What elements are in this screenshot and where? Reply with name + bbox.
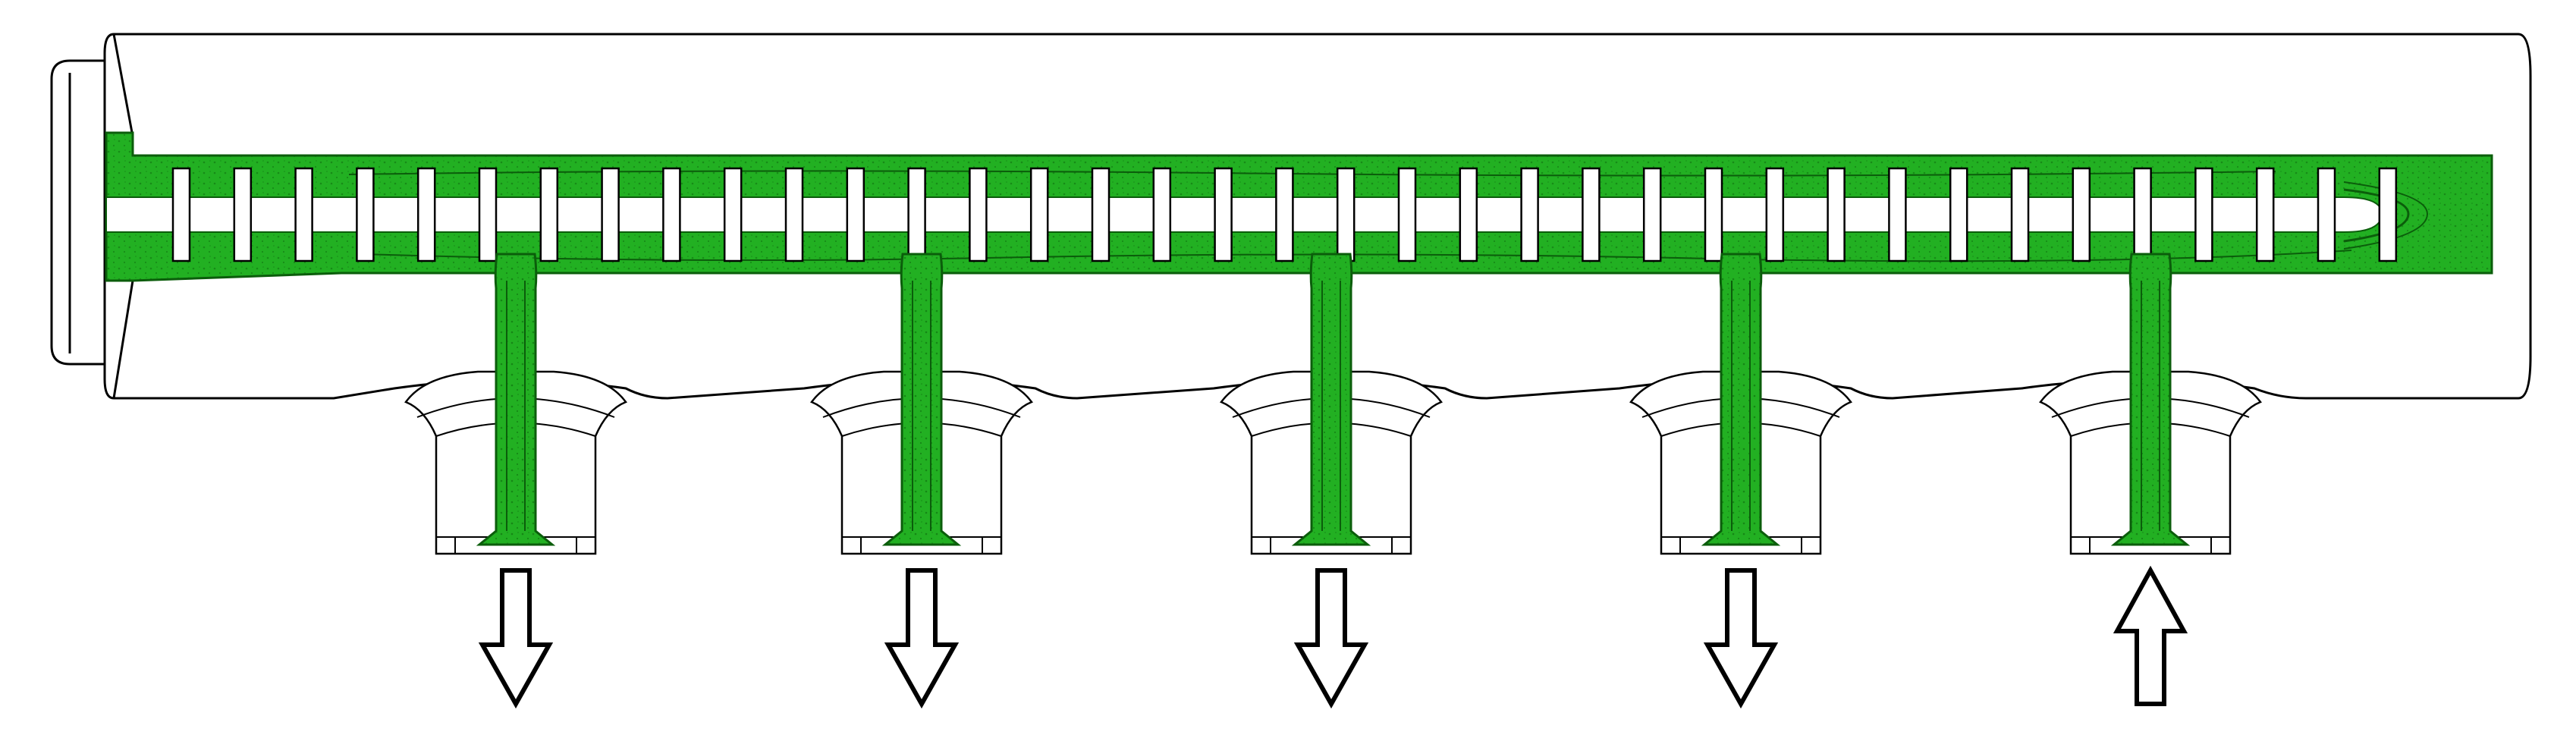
fin [1888,167,1907,262]
fin [1459,167,1478,262]
fin [1091,167,1111,262]
fin [356,167,375,262]
port-4 [1629,253,1852,555]
fin [1520,167,1539,262]
fin [2378,167,2398,262]
arrow-up-icon [2113,565,2188,706]
fin [1765,167,1785,262]
fin [969,167,988,262]
fin [1214,167,1233,262]
fin [1582,167,1601,262]
body-chamfer-bottom [112,280,134,399]
fin [1642,167,1662,262]
fin [2255,167,2275,262]
port-2 [810,253,1033,555]
fin [1827,167,1846,262]
fin [1704,167,1723,262]
fin [846,167,865,262]
fin [1397,167,1417,262]
port-3 [1220,253,1443,555]
fin [416,167,436,262]
port-array [404,253,2262,555]
fin [2194,167,2213,262]
fin [2010,167,2030,262]
flow-arrows [478,565,2188,709]
fin [1949,167,1968,262]
fin [601,167,620,262]
bore [105,196,2383,233]
body-chamfer-top [112,33,134,137]
fin [478,167,498,262]
end-cap [50,59,115,366]
arrow-down-icon [884,568,960,709]
fin [1275,167,1294,262]
fin [171,167,191,262]
fin [784,167,804,262]
fin [723,167,743,262]
port-1 [404,253,627,555]
port-5 [2039,253,2262,555]
fin [662,167,681,262]
arrow-down-icon [1293,568,1369,709]
fin [2133,167,2152,262]
arrow-down-icon [1703,568,1779,709]
fin [1152,167,1172,262]
fin [1029,167,1049,262]
fin [2317,167,2336,262]
fin [539,167,559,262]
fin [1336,167,1356,262]
arrow-down-icon [478,568,554,709]
fin [294,167,313,262]
fin [2072,167,2091,262]
fin [907,167,926,262]
fin [233,167,253,262]
